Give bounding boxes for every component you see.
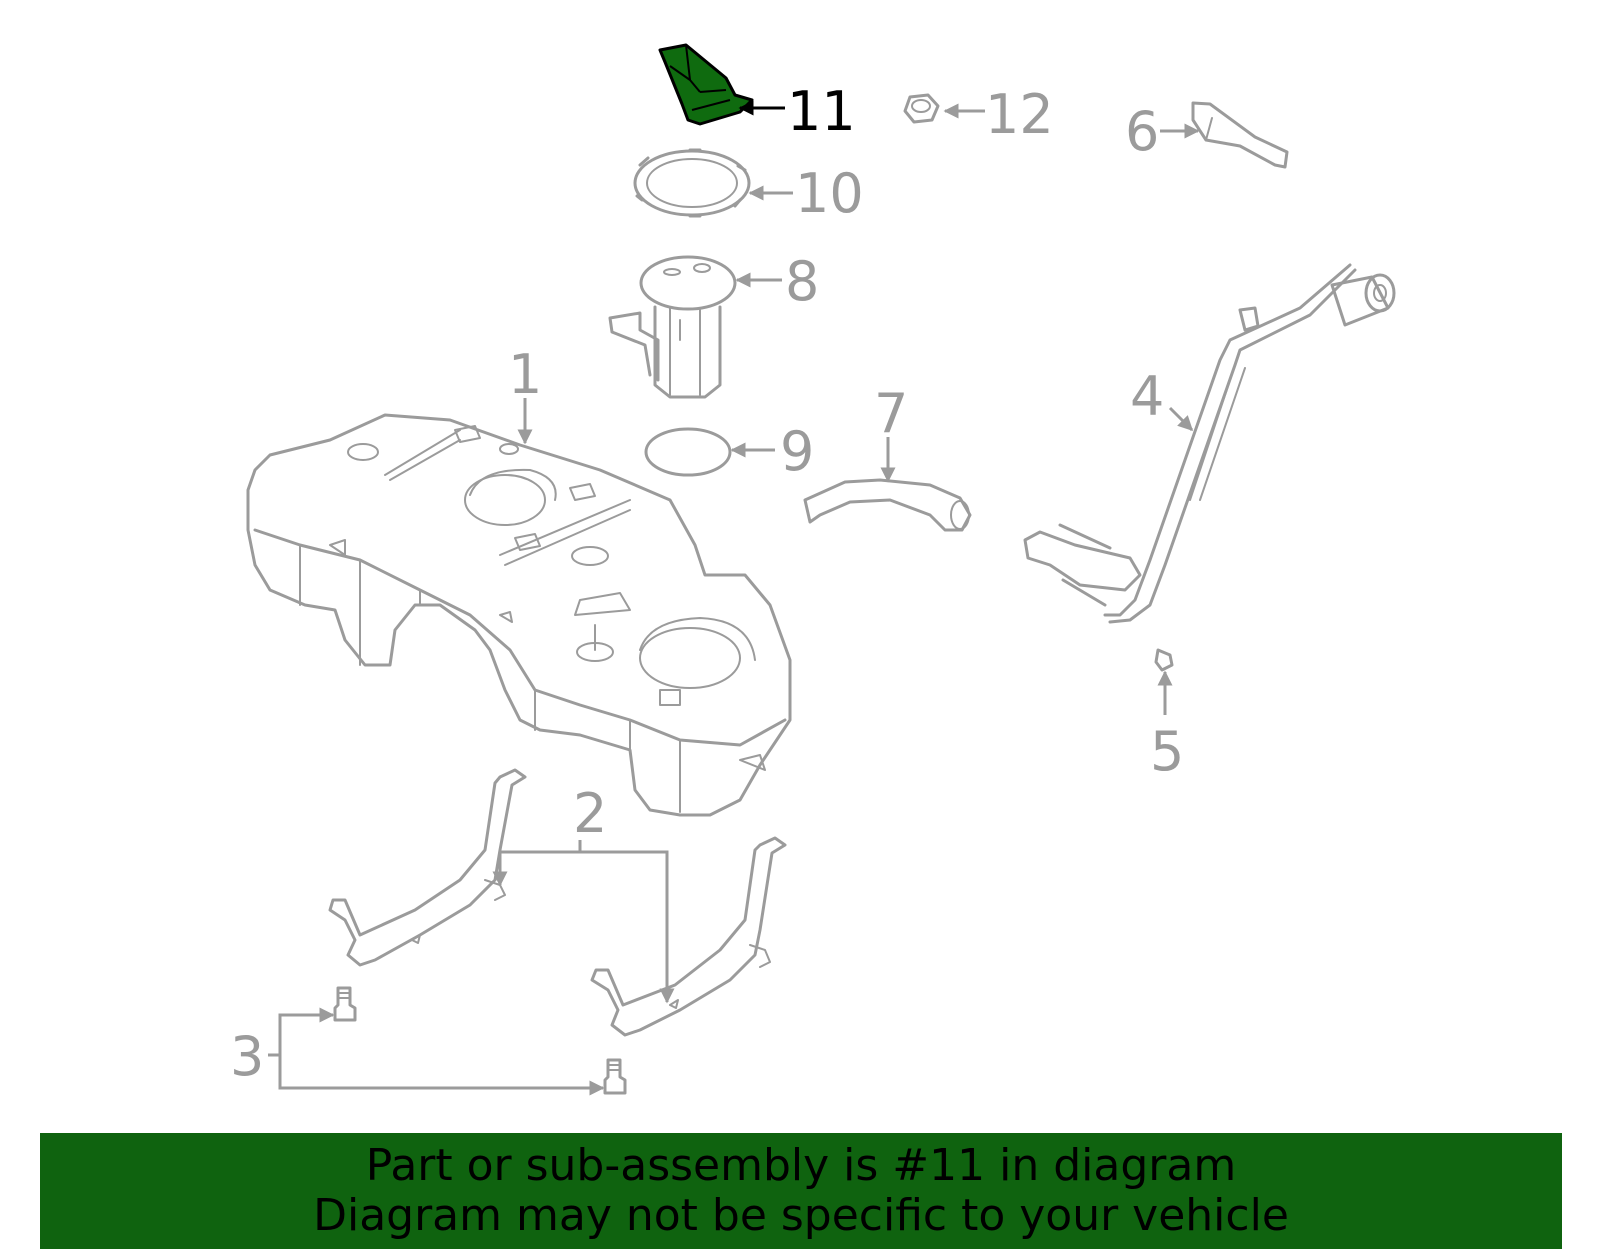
banner-line-2: Diagram may not be specific to your vehi… [313,1190,1289,1241]
callout-8: 8 [785,250,819,313]
part-3-bolts[interactable] [333,986,627,1095]
info-banner: Part or sub-assembly is #11 in diagram D… [40,1133,1562,1249]
callout-1: 1 [508,343,542,406]
leader-3b [278,1055,605,1096]
callout-7: 7 [874,382,908,445]
callout-4: 4 [1130,365,1164,428]
callout-5: 5 [1150,720,1184,783]
leader-2b [580,850,675,1004]
callout-10: 10 [795,162,864,225]
callout-6: 6 [1125,100,1159,163]
callout-12: 12 [985,83,1054,146]
banner-line-1: Part or sub-assembly is #11 in diagram [365,1140,1237,1191]
callout-2: 2 [573,782,607,845]
part-11-bracket[interactable] [658,43,754,126]
callout-11: 11 [787,80,856,143]
part-9-seal[interactable] [644,427,732,477]
callout-3: 3 [230,1025,264,1088]
part-4-filler-pipe[interactable] [1023,263,1396,624]
part-8-fuel-pump[interactable] [608,255,737,399]
part-1-fuel-tank[interactable] [246,413,792,817]
part-12-nut[interactable] [903,93,940,124]
part-5-clip[interactable] [1154,648,1174,672]
part-10-lock-ring[interactable] [633,148,751,218]
leader-3 [268,1007,335,1057]
leader-2 [492,840,582,887]
part-7-hose[interactable] [803,478,972,532]
part-6-cap[interactable] [1191,101,1289,169]
callout-9: 9 [780,420,814,483]
leader-4 [1168,406,1194,432]
